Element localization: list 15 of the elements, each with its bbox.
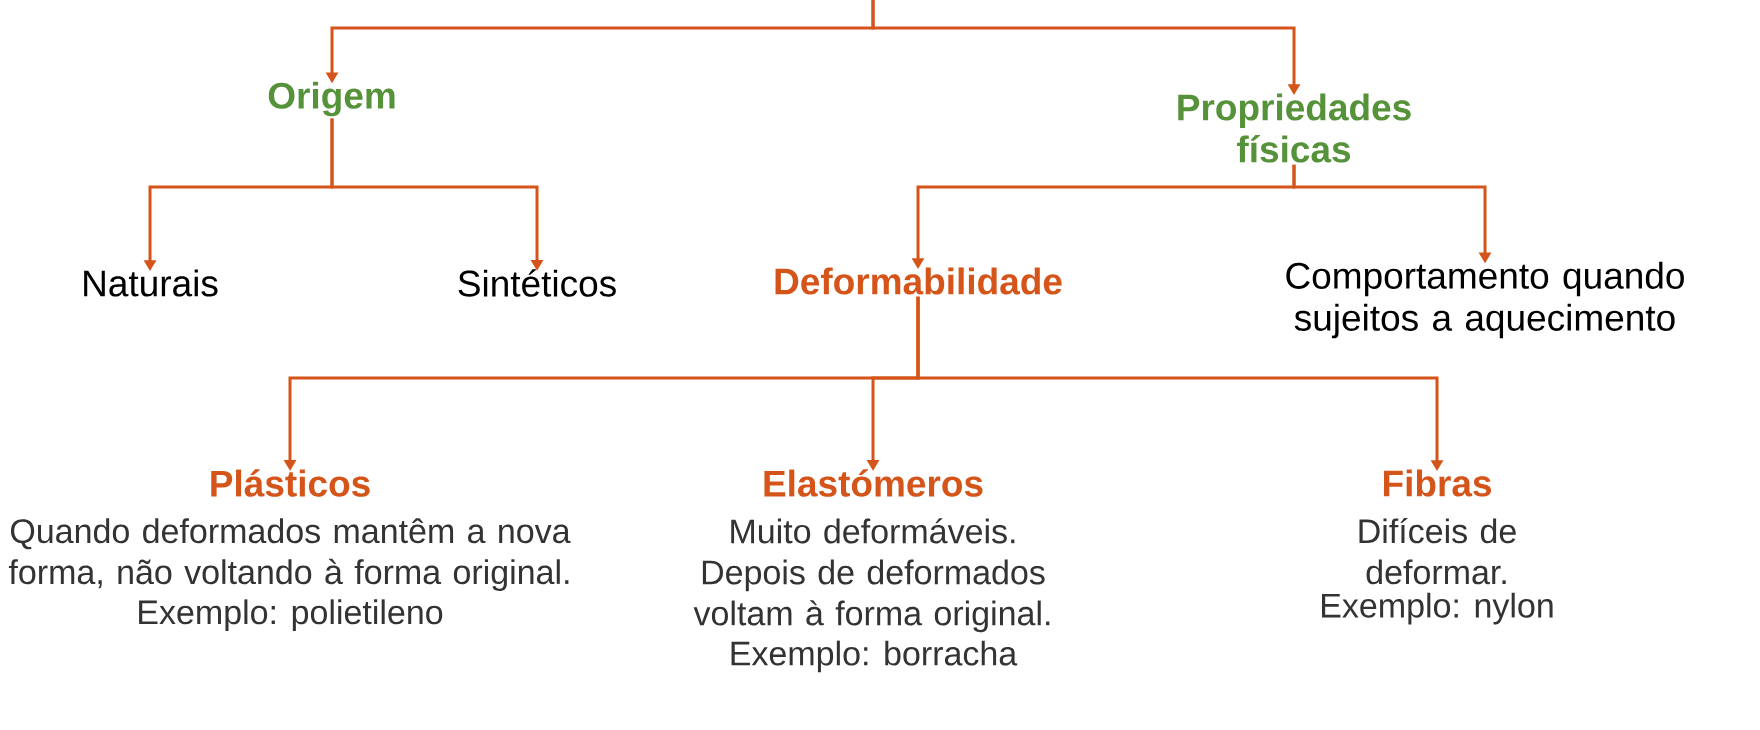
category-label: Naturais [84, 269, 218, 297]
category-heading: Origem [268, 81, 395, 117]
example-text: Exemplo: borracha [731, 640, 1018, 673]
category-label: Comportamento quando sujeitos a aquecimento [1286, 261, 1684, 339]
category-label: Sintéticos [458, 269, 616, 297]
category-heading: Plásticos [211, 469, 370, 497]
category-heading: Propriedades físicas [1178, 93, 1411, 163]
example-text: Exemplo: nylon [1322, 592, 1553, 625]
example-text: Exemplo: polietileno [139, 599, 443, 632]
description-text: Quando deformados mantêm a nova forma, não voltando à forma original. [8, 518, 571, 591]
category-heading: Deformabilidade [775, 267, 1062, 295]
category-heading: Fibras [1383, 469, 1491, 497]
description-text: Difíceis de deformar. [1359, 518, 1516, 585]
description-text: Muito deformáveis. Depois de deformados voltam à forma original. [693, 518, 1050, 633]
category-heading: Elastómeros [764, 469, 983, 497]
